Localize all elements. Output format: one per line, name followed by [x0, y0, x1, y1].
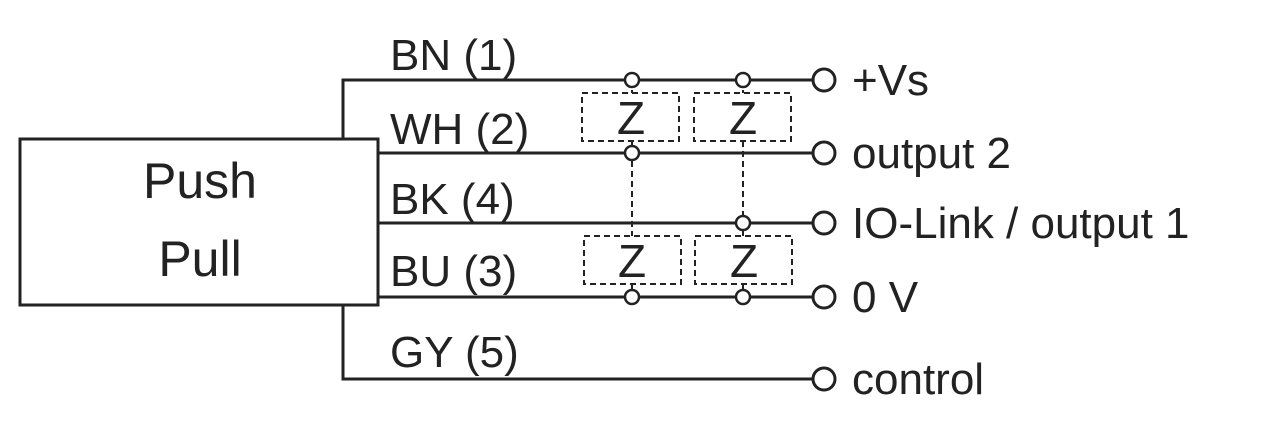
- junction-node: [734, 71, 752, 89]
- terminal-label-output-2: output 2: [852, 129, 1011, 178]
- terminal-control: [811, 366, 837, 392]
- wire-gy: [341, 305, 812, 381]
- terminal-io-link: [811, 210, 837, 236]
- wire-label-bk: BK (4): [390, 175, 515, 224]
- wire-label-wh: WH (2): [390, 105, 529, 154]
- wire-label-bn: BN (1): [390, 31, 517, 80]
- junction-node: [734, 214, 752, 232]
- wire-label-bu: BU (3): [390, 247, 517, 296]
- load-symbol-upper-1: Z: [617, 92, 645, 144]
- terminal-vs: [811, 67, 837, 93]
- push-pull-block: [18, 137, 380, 307]
- terminal-label-0v: 0 V: [852, 273, 919, 322]
- junction-node: [734, 288, 752, 306]
- terminal-label-io-link: IO-Link / output 1: [852, 199, 1190, 248]
- load-symbol-upper-2: Z: [729, 92, 757, 144]
- load-box-upper-1: [581, 92, 680, 142]
- block-label-line1: Push: [143, 153, 257, 209]
- terminal-label-control: control: [852, 355, 984, 404]
- junction-node: [623, 71, 641, 89]
- load-symbol-lower-1: Z: [618, 235, 646, 287]
- junction-node: [623, 288, 641, 306]
- wire-bn: [341, 78, 812, 139]
- wire-label-gy: GY (5): [390, 328, 519, 377]
- load-symbol-lower-2: Z: [730, 235, 758, 287]
- terminal-label-vs: +Vs: [852, 56, 929, 105]
- terminal-0v: [811, 284, 837, 310]
- terminal-output-2: [811, 140, 837, 166]
- block-label-line2: Pull: [158, 231, 241, 287]
- junction-node: [623, 144, 641, 162]
